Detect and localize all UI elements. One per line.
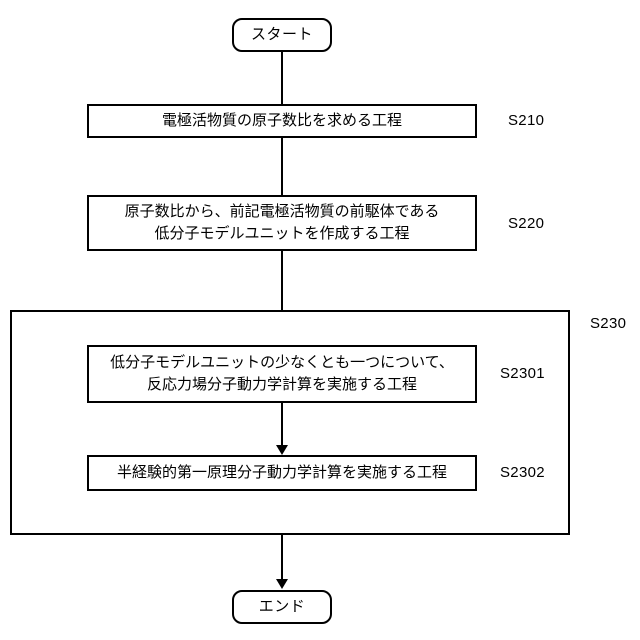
start-node-label: スタート	[250, 26, 313, 43]
process-text-line: 低分子モデルユニットを作成する工程	[154, 225, 410, 242]
step-ref-s2301: S2301	[500, 365, 545, 382]
step-ref-s220: S220	[508, 215, 545, 232]
process-box-s2301[interactable]: 低分子モデルユニットの少なくとも一つについて、 反応力場分子動力学計算を実施する…	[87, 345, 477, 403]
process-text-line: 原子数比から、前記電極活物質の前駆体である	[124, 203, 440, 221]
start-node[interactable]: スタート	[232, 18, 332, 52]
step-ref-s210: S210	[508, 112, 545, 129]
process-text-line: 電極活物質の原子数比を求める工程	[161, 112, 402, 130]
connector-s210-to-s220	[281, 138, 283, 195]
connector-s220-to-s230	[281, 251, 283, 310]
end-node[interactable]: エンド	[232, 590, 332, 624]
process-box-s2302[interactable]: 半経験的第一原理分子動力学計算を実施する工程	[87, 455, 477, 491]
arrowhead-icon	[276, 579, 288, 589]
process-text-line: 低分子モデルユニットの少なくとも一つについて、	[110, 354, 454, 372]
end-node-label: エンド	[258, 598, 306, 615]
process-box-s220[interactable]: 原子数比から、前記電極活物質の前駆体である 低分子モデルユニットを作成する工程	[87, 195, 477, 251]
connector-s230-to-end	[281, 535, 283, 581]
connector-s2301-to-s2302	[281, 403, 283, 447]
process-text-line: 半経験的第一原理分子動力学計算を実施する工程	[116, 464, 447, 482]
process-box-s210[interactable]: 電極活物質の原子数比を求める工程	[87, 104, 477, 138]
step-ref-s230: S230	[590, 315, 627, 332]
arrowhead-icon	[276, 445, 288, 455]
step-ref-s2302: S2302	[500, 464, 545, 481]
process-text-line: 反応力場分子動力学計算を実施する工程	[146, 376, 417, 393]
group-box-s230[interactable]	[10, 310, 570, 535]
connector-start-to-s210	[281, 52, 283, 104]
